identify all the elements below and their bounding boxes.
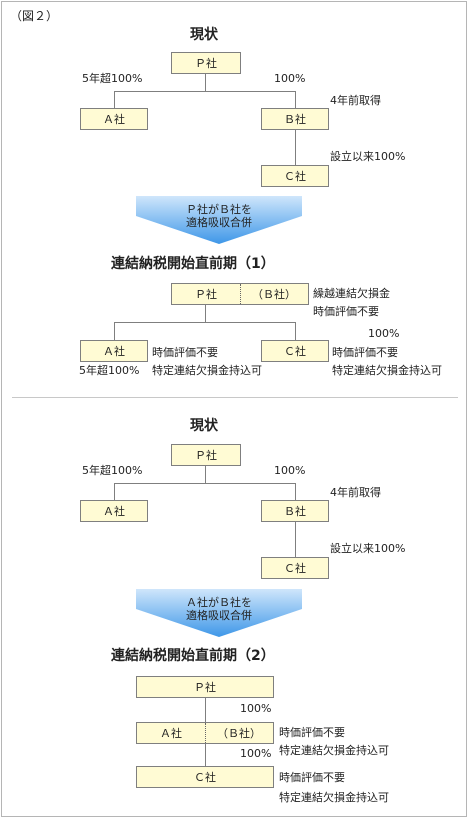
bottom-current-c-box: Ｃ社	[261, 557, 329, 579]
connector	[205, 74, 206, 91]
connector	[205, 744, 206, 766]
connector	[114, 91, 115, 108]
box-label: Ｃ社	[194, 771, 216, 784]
top-current-p-box: Ｐ社	[171, 52, 241, 74]
box-label-p: Ｐ社	[195, 288, 217, 301]
section-separator	[12, 397, 458, 398]
box-label: Ｐ社	[195, 449, 217, 462]
top-after-title: 連結納税開始直前期（1）	[111, 256, 275, 272]
box-label: Ｃ社	[284, 345, 306, 358]
box-label: Ｂ社	[284, 113, 306, 126]
box-label: Ｂ社	[284, 505, 306, 518]
connector	[295, 130, 296, 165]
bottom-current-a-box: Ａ社	[80, 500, 148, 522]
bottom-current-b-box: Ｂ社	[261, 500, 329, 522]
connector	[205, 698, 206, 722]
box-label: Ａ社	[103, 113, 125, 126]
bottom-after-pct-2: 100%	[240, 747, 272, 760]
top-current-label-b-right: 4年前取得	[330, 94, 381, 107]
top-current-label-c: 設立以来100%	[330, 150, 406, 163]
connector	[295, 91, 296, 108]
connector	[295, 322, 296, 340]
connector	[295, 483, 296, 500]
top-after-c-note: 時価評価不要	[332, 346, 398, 359]
box-label-b: （Ｂ社）	[252, 288, 296, 301]
bottom-arrow-text-2: 適格吸収合併	[186, 609, 252, 622]
box-label: Ｃ社	[284, 562, 306, 575]
bottom-after-c-note-2: 特定連結欠損金持込可	[279, 791, 389, 804]
top-arrow-text-2: 適格吸収合併	[186, 216, 252, 229]
box-label: Ｐ社	[195, 57, 217, 70]
box-label-a: Ａ社	[160, 727, 182, 740]
top-after-c-bottom: 特定連結欠損金持込可	[332, 364, 442, 377]
merger-arrow-icon	[136, 589, 302, 637]
top-after-note-2: 時価評価不要	[313, 305, 379, 318]
bottom-after-p-box: Ｐ社	[136, 676, 274, 698]
connector	[114, 91, 296, 92]
bottom-after-c-box: Ｃ社	[136, 766, 274, 788]
bottom-after-mid-note-2: 特定連結欠損金持込可	[279, 744, 389, 757]
top-current-title: 現状	[190, 27, 218, 43]
bottom-after-title: 連結納税開始直前期（2）	[111, 648, 275, 664]
connector	[205, 466, 206, 483]
bottom-current-label-a: 5年超100%	[82, 464, 143, 477]
top-current-label-b: 100%	[274, 72, 306, 85]
top-after-note-1: 繰越連結欠損金	[313, 287, 390, 300]
top-after-c-box: Ｃ社	[261, 340, 329, 362]
bottom-current-p-box: Ｐ社	[171, 444, 241, 466]
connector	[205, 305, 206, 322]
top-after-c-top: 100%	[368, 327, 400, 340]
bottom-after-pct-1: 100%	[240, 702, 272, 715]
top-after-a-note: 時価評価不要	[152, 346, 218, 359]
connector	[114, 322, 296, 323]
bottom-after-c-note-1: 時価評価不要	[279, 771, 345, 784]
bottom-after-mid-note-1: 時価評価不要	[279, 726, 345, 739]
box-label: Ａ社	[103, 345, 125, 358]
top-current-a-box: Ａ社	[80, 108, 148, 130]
box-label: Ｃ社	[284, 170, 306, 183]
connector	[114, 483, 115, 500]
connector	[114, 322, 115, 340]
bottom-current-title: 現状	[190, 418, 218, 434]
box-label: Ｐ社	[194, 681, 216, 694]
connector	[114, 483, 296, 484]
bottom-current-label-b: 100%	[274, 464, 306, 477]
dotted-divider	[205, 723, 206, 743]
merger-arrow-icon	[136, 196, 302, 244]
top-after-a-bottom: 5年超100%	[79, 364, 140, 377]
dotted-divider	[240, 284, 241, 304]
box-label: Ａ社	[103, 505, 125, 518]
top-current-label-a: 5年超100%	[82, 72, 143, 85]
box-label-b: （Ｂ社）	[217, 727, 261, 740]
bottom-current-label-b-right: 4年前取得	[330, 486, 381, 499]
top-current-b-box: Ｂ社	[261, 108, 329, 130]
bottom-current-label-c: 設立以来100%	[330, 542, 406, 555]
top-after-a-box: Ａ社	[80, 340, 148, 362]
top-after-a-bottom-2: 特定連結欠損金持込可	[152, 364, 262, 377]
top-current-c-box: Ｃ社	[261, 165, 329, 187]
connector	[295, 522, 296, 557]
bottom-arrow-text-1: Ａ社がＢ社を	[186, 596, 252, 609]
top-arrow-text-1: Ｐ社がＢ社を	[186, 203, 252, 216]
figure-label: （図２）	[10, 9, 59, 23]
